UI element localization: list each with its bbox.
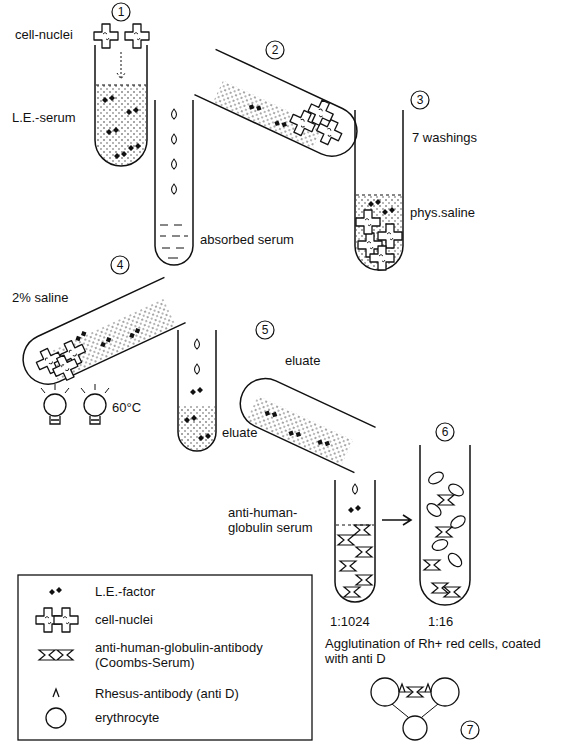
legend-text: L.E.-factor (95, 584, 155, 599)
callout-number: 7 (467, 723, 474, 738)
label: 60°C (112, 400, 141, 415)
legend-text: anti-human-globulin-antibody (Coombs-Ser… (95, 640, 300, 670)
label: cell-nuclei (15, 27, 73, 42)
label: eluate (285, 353, 320, 368)
label: absorbed serum (200, 232, 294, 247)
label: 7 washings (412, 130, 477, 145)
callout-number: 6 (442, 425, 449, 440)
legend-text: cell-nuclei (95, 612, 153, 627)
legend-text: erythrocyte (95, 710, 159, 725)
label: L.E.-serum (12, 110, 76, 125)
label: eluate (222, 425, 257, 440)
callout-number: 3 (417, 93, 424, 108)
label: anti-human-globulin serum (228, 505, 332, 535)
legend-text: Rhesus-antibody (anti D) (95, 686, 239, 701)
label: Agglutination of Rh+ red cells, coated w… (325, 636, 557, 666)
callout-number: 2 (272, 43, 279, 58)
label: 2% saline (12, 290, 68, 305)
callout-number: 5 (262, 323, 269, 338)
label: phys.saline (410, 205, 475, 220)
label: 1:1024 (330, 614, 370, 629)
callout-number: 4 (117, 258, 124, 273)
callout-number: 1 (118, 5, 125, 20)
label: 1:16 (428, 614, 453, 629)
